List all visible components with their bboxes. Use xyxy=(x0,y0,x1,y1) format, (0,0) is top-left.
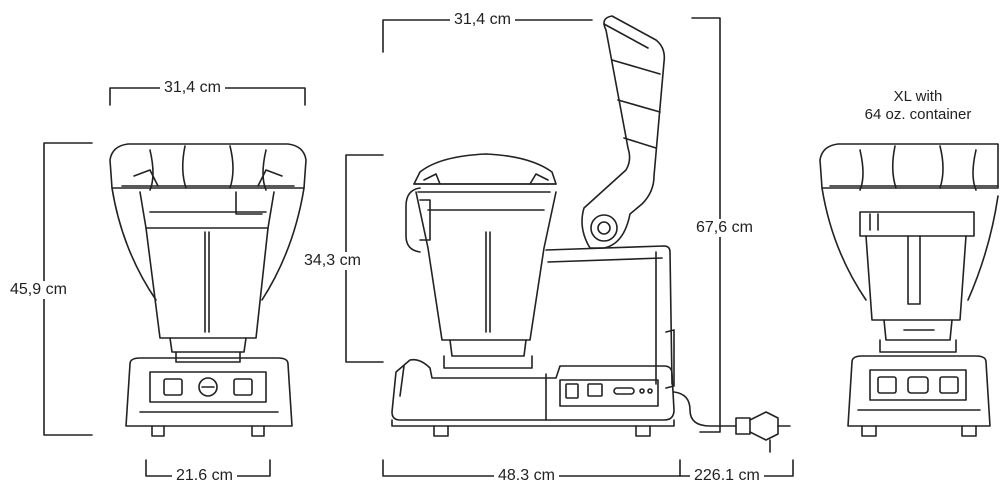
side-base-width-label: 48.3 cm xyxy=(494,467,559,485)
xl-note-line2: 64 oz. container xyxy=(864,106,972,123)
cord-length-label: 226.1 cm xyxy=(690,467,764,485)
xl-note-line1: XL with xyxy=(893,88,943,105)
front-width-label: 31,4 cm xyxy=(160,79,225,97)
xl-64oz-blender xyxy=(820,144,998,436)
front-base-width-label: 21.6 cm xyxy=(172,467,237,485)
side-container-height-label: 34,3 cm xyxy=(300,252,365,270)
side-total-height-label: 67,6 cm xyxy=(692,219,757,237)
front-view-blender xyxy=(110,144,306,436)
xl-model-note: XL with 64 oz. container xyxy=(838,88,998,124)
front-height-label: 45,9 cm xyxy=(6,281,71,299)
dimension-lines xyxy=(44,18,793,476)
side-top-width-label: 31,4 cm xyxy=(450,11,515,29)
side-view-blender xyxy=(392,16,790,452)
